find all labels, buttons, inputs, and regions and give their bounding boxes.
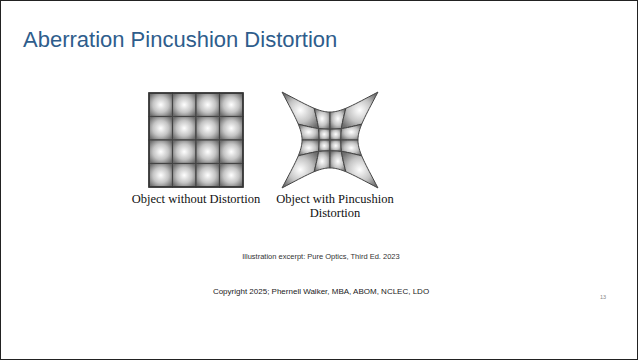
- slide-title: Aberration Pincushion Distortion: [23, 27, 337, 52]
- grid-cell: [196, 164, 220, 188]
- grid-cell: [220, 117, 244, 141]
- figure-label: Object with Pincushion Distortion: [269, 192, 401, 221]
- grid-cell: [220, 93, 244, 117]
- grid-cell: [196, 140, 220, 164]
- distorted-cell: [341, 92, 377, 128]
- distorted-cell: [314, 151, 330, 172]
- grid-cell: [173, 117, 197, 141]
- distorted-cell: [319, 140, 330, 151]
- page-number: 13: [600, 294, 606, 300]
- pincushion-grid: [282, 92, 378, 188]
- distorted-cell: [319, 129, 330, 140]
- grid-cell: [149, 117, 173, 141]
- distorted-cell: [341, 151, 377, 187]
- distorted-cell: [282, 92, 318, 128]
- grid-border: [149, 93, 243, 187]
- distorted-cell: [330, 129, 341, 140]
- grid-cell: [196, 117, 220, 141]
- undistorted-grid: [149, 93, 243, 187]
- grid-cell: [173, 93, 197, 117]
- grid-cell: [173, 164, 197, 188]
- grid-cell: [149, 140, 173, 164]
- grid-cell: [196, 93, 220, 117]
- distorted-cell: [314, 108, 330, 129]
- grid-cell: [220, 140, 244, 164]
- copyright-note: Copyright 2025; Phernell Walker, MBA, AB…: [213, 287, 429, 296]
- grid-cell: [149, 164, 173, 188]
- distorted-cell: [341, 124, 362, 140]
- distorted-cell: [282, 151, 318, 187]
- grid-cell: [173, 140, 197, 164]
- source-caption: Illustration excerpt: Pure Optics, Third…: [242, 253, 399, 262]
- grid-cell: [149, 93, 173, 117]
- distorted-cell: [298, 124, 319, 140]
- distorted-cell: [330, 140, 341, 151]
- grid-cell: [220, 164, 244, 188]
- figure-label: Object without Distortion: [132, 192, 260, 206]
